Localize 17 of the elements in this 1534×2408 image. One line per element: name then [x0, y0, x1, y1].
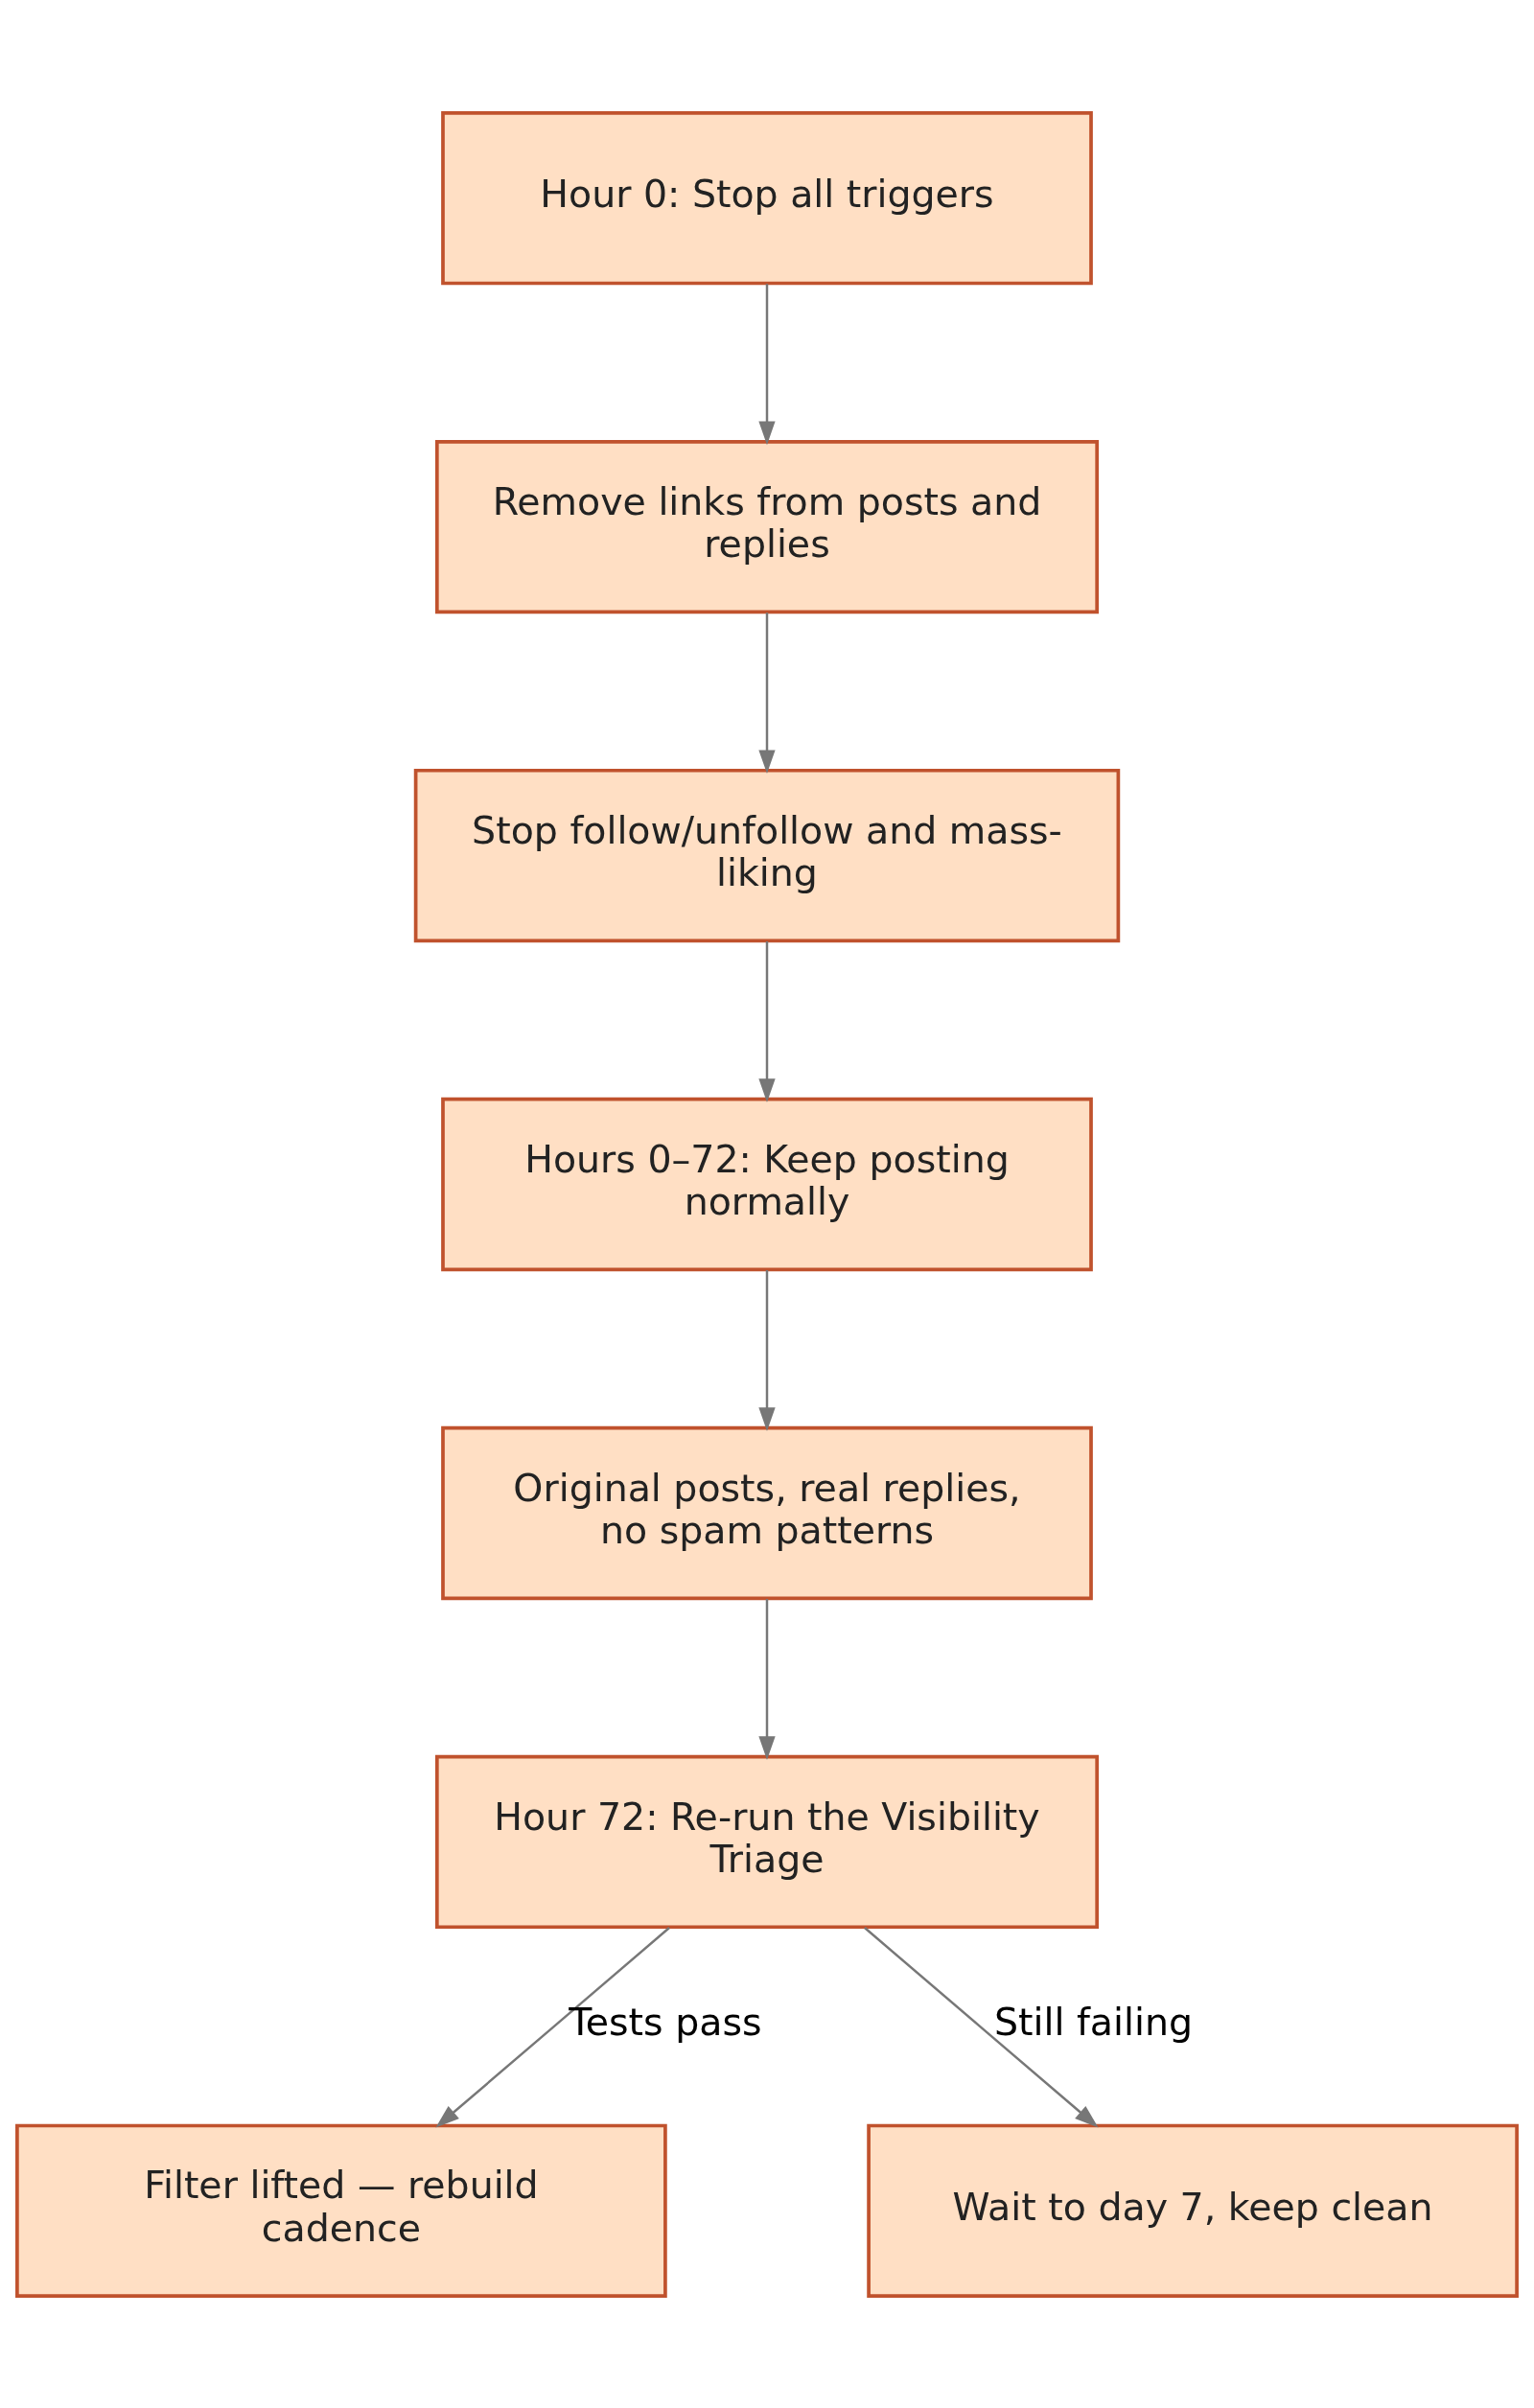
arrow [758, 1269, 776, 1431]
node-box: Wait to day 7, keep clean [867, 2123, 1519, 2298]
arrow [435, 1926, 670, 2127]
edge-label: Tests pass [569, 1999, 762, 2044]
arrow [758, 940, 776, 1102]
edge-label: Still failing [993, 1999, 1193, 2044]
node-box: Remove links from posts and replies [434, 439, 1100, 614]
arrow [758, 612, 776, 774]
arrow [758, 283, 776, 445]
arrow [758, 1598, 776, 1760]
node-box: Stop follow/unfollow and mass-liking [413, 768, 1121, 942]
node-box: Original posts, real replies, no spam patterns [441, 1425, 1093, 1600]
node-box: Hours 0–72: Keep posting normally [441, 1097, 1093, 1271]
node-box: Filter lifted — rebuild cadence [15, 2123, 667, 2298]
arrow [864, 1926, 1099, 2127]
node-box: Hour 72: Re-run the Visibility Triage [434, 1754, 1100, 1929]
node-box: Hour 0: Stop all triggers [441, 110, 1093, 285]
